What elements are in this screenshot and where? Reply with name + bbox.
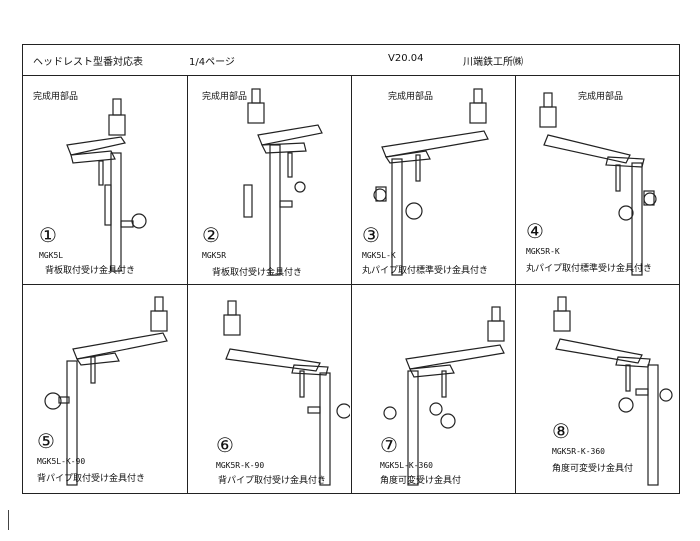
company-name: 川端鉄工所㈱ xyxy=(463,57,523,68)
item-number: ⑤ xyxy=(37,429,55,453)
model-code: MGK5R-K-360 xyxy=(552,447,605,456)
item-description: 背板取付受け金具付き xyxy=(212,268,303,278)
section-label: 完成用部品 xyxy=(202,92,248,102)
product-cell-7: ⑦ MGK5L-K-360 角度可変受け金具付 xyxy=(352,285,514,493)
headrest-arm-illustration xyxy=(553,296,673,486)
item-description: 丸パイプ取付標準受け金具付き xyxy=(526,264,653,274)
product-cell-8: ⑧ MGK5R-K-360 角度可変受け金具付 xyxy=(516,285,678,493)
headrest-arm-illustration xyxy=(44,296,168,486)
item-number: ⑧ xyxy=(552,419,570,443)
product-cell-1: 完成用部品 ① MGK5L 背板取付受け金具付き xyxy=(23,75,185,283)
product-cell-2: 完成用部品 ② MGK5R 背板取付受け金具付き xyxy=(188,75,350,283)
page-edge-mark xyxy=(8,510,9,530)
headrest-arm-illustration xyxy=(373,88,489,276)
item-number: ⑦ xyxy=(380,433,398,457)
model-code: MGK5R-K-90 xyxy=(216,461,265,470)
section-label: 完成用部品 xyxy=(578,92,624,102)
item-description: 背板取付受け金具付き xyxy=(45,266,136,276)
headrest-arm-illustration xyxy=(66,98,147,272)
sheet-header: ヘッドレスト型番対応表 1/4ページ V20.04 川端鉄工所㈱ xyxy=(23,45,679,76)
product-grid: 完成用部品 ① MGK5L 背板取付受け金具付き 完成用部 xyxy=(23,75,679,493)
headrest-arm-illustration xyxy=(383,306,505,486)
model-code: MGK5L xyxy=(39,251,64,260)
item-description: 角度可変受け金具付 xyxy=(380,476,462,486)
item-description: 角度可変受け金具付 xyxy=(552,464,634,474)
headrest-arm-illustration xyxy=(539,92,657,276)
product-cell-4: 完成用部品 ④ MGK5R-K 丸パイプ取付標準受け金具付き xyxy=(516,75,678,283)
model-code: MGK5R-K xyxy=(526,247,560,256)
headrest-arm-illustration xyxy=(223,300,350,486)
product-cell-6: ⑥ MGK5R-K-90 背パイプ取付受け金具付き xyxy=(188,285,350,493)
section-label: 完成用部品 xyxy=(388,92,434,102)
model-code: MGK5R xyxy=(202,251,227,260)
section-label: 完成用部品 xyxy=(33,92,79,102)
model-code: MGK5L-K-90 xyxy=(37,457,86,466)
item-number: ⑥ xyxy=(216,433,234,457)
spec-sheet: ヘッドレスト型番対応表 1/4ページ V20.04 川端鉄工所㈱ 完成用部品 xyxy=(22,44,680,494)
sheet-title: ヘッドレスト型番対応表 xyxy=(33,57,143,68)
item-description: 背パイプ取付受け金具付き xyxy=(37,474,146,484)
page-indicator: 1/4ページ xyxy=(189,57,235,68)
item-number: ④ xyxy=(526,219,544,243)
headrest-arm-illustration xyxy=(243,88,323,276)
item-number: ② xyxy=(202,223,220,247)
product-cell-5: ⑤ MGK5L-K-90 背パイプ取付受け金具付き xyxy=(23,285,185,493)
product-cell-3: 完成用部品 ③ MGK5L-K 丸パイプ取付標準受け金具付き xyxy=(352,75,514,283)
item-description: 背パイプ取付受け金具付き xyxy=(218,476,327,486)
model-code: MGK5L-K xyxy=(362,251,396,260)
model-code: MGK5L-K-360 xyxy=(380,461,433,470)
item-number: ① xyxy=(39,223,57,247)
item-description: 丸パイプ取付標準受け金具付き xyxy=(362,266,489,276)
item-number: ③ xyxy=(362,223,380,247)
version-label: V20.04 xyxy=(388,53,424,64)
